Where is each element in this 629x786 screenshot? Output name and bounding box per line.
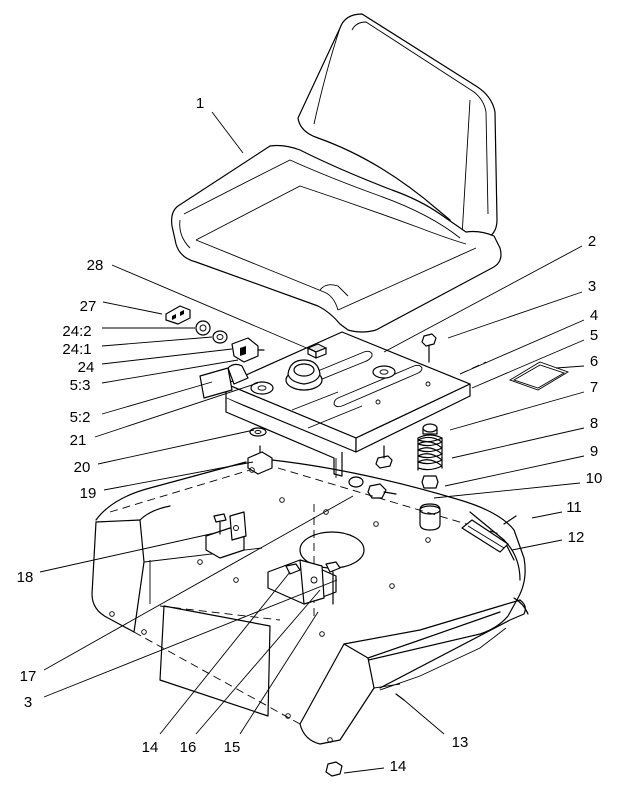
callout-c3b: 3 xyxy=(24,694,32,711)
leader-line-c14a xyxy=(159,571,291,735)
callout-c9: 9 xyxy=(590,443,598,460)
callout-c19: 19 xyxy=(80,485,97,502)
leader-line-c14b xyxy=(343,767,385,774)
leader-line-c7 xyxy=(449,391,585,431)
seat-mounting-plate xyxy=(225,331,471,478)
callout-c27: 27 xyxy=(80,298,97,315)
callout-c10: 10 xyxy=(586,470,603,487)
seat xyxy=(171,13,502,333)
callout-c3a: 3 xyxy=(588,278,596,295)
callout-c5a: 5 xyxy=(590,327,598,344)
bolt-washer-center xyxy=(348,476,397,499)
callout-c11: 11 xyxy=(566,499,582,516)
decal-6 xyxy=(508,361,570,391)
leader-line-c8 xyxy=(451,427,585,459)
callout-c14b: 14 xyxy=(390,758,407,775)
leader-line-c15 xyxy=(239,611,319,735)
leader-line-c18 xyxy=(39,532,216,573)
callout-c28: 28 xyxy=(87,257,104,274)
washer-20 xyxy=(249,427,267,437)
screw-13 xyxy=(395,693,405,701)
leader-line-c52 xyxy=(101,381,213,415)
callout-c1: 1 xyxy=(196,95,204,112)
leader-line-c5a xyxy=(471,339,585,389)
leader-line-c3a xyxy=(447,291,583,339)
leader-line-c17 xyxy=(43,495,354,671)
bracket-5-3 xyxy=(227,363,249,385)
leader-line-c20 xyxy=(97,429,255,465)
leader-line-c53 xyxy=(101,359,239,384)
leader-line-c4 xyxy=(459,319,585,375)
leader-line-c3b xyxy=(43,579,338,698)
callout-c20: 20 xyxy=(74,459,91,476)
callout-c7: 7 xyxy=(590,379,598,396)
callout-c53: 5:3 xyxy=(70,377,91,394)
callout-c15: 15 xyxy=(224,739,241,756)
bracket-16 xyxy=(267,559,341,605)
leader-line-c11 xyxy=(531,511,563,519)
decal-5-2 xyxy=(199,367,233,399)
leader-line-c13 xyxy=(403,699,445,735)
pad-11 xyxy=(461,515,517,553)
switch-19 xyxy=(247,445,273,475)
callout-c17: 17 xyxy=(20,668,37,685)
callout-c8: 8 xyxy=(590,415,598,432)
leader-line-c6 xyxy=(555,365,585,369)
leader-line-c12 xyxy=(511,539,563,551)
callout-c14a: 14 xyxy=(142,739,159,756)
leader-line-c2 xyxy=(383,245,583,353)
callout-c21: 21 xyxy=(70,432,87,449)
leader-line-c27 xyxy=(102,301,163,315)
callout-c16: 16 xyxy=(180,739,197,756)
spring-assembly xyxy=(417,423,443,531)
bolt-3 xyxy=(421,333,437,363)
callout-c241: 24:1 xyxy=(62,341,91,358)
nut-14 xyxy=(325,761,343,777)
washer-24-2 xyxy=(195,320,211,336)
switch-27 xyxy=(165,305,191,325)
leader-line-c9 xyxy=(444,455,585,487)
leader-line-c24 xyxy=(101,348,233,365)
callout-c24: 24 xyxy=(78,359,95,376)
callout-c4: 4 xyxy=(590,307,598,324)
callout-c242: 24:2 xyxy=(62,323,91,340)
callout-c2: 2 xyxy=(588,233,596,250)
callout-c13: 13 xyxy=(452,734,469,751)
leader-line-c19 xyxy=(103,461,254,491)
callout-c6: 6 xyxy=(590,353,598,370)
switch-24 xyxy=(231,337,265,363)
leader-line-c10 xyxy=(433,482,581,499)
bracket-18 xyxy=(205,511,247,559)
leader-line-c241 xyxy=(101,336,213,347)
callout-c52: 5:2 xyxy=(70,409,91,426)
leader-line-c1 xyxy=(211,111,244,154)
leader-line-c21 xyxy=(94,382,259,438)
callout-c12: 12 xyxy=(568,529,585,546)
bolt-under-plate xyxy=(375,445,393,469)
nut-24-1 xyxy=(212,330,228,344)
callout-c18: 18 xyxy=(17,569,34,586)
leader-line-c28 xyxy=(111,264,317,353)
leader-line-c16 xyxy=(195,589,321,735)
